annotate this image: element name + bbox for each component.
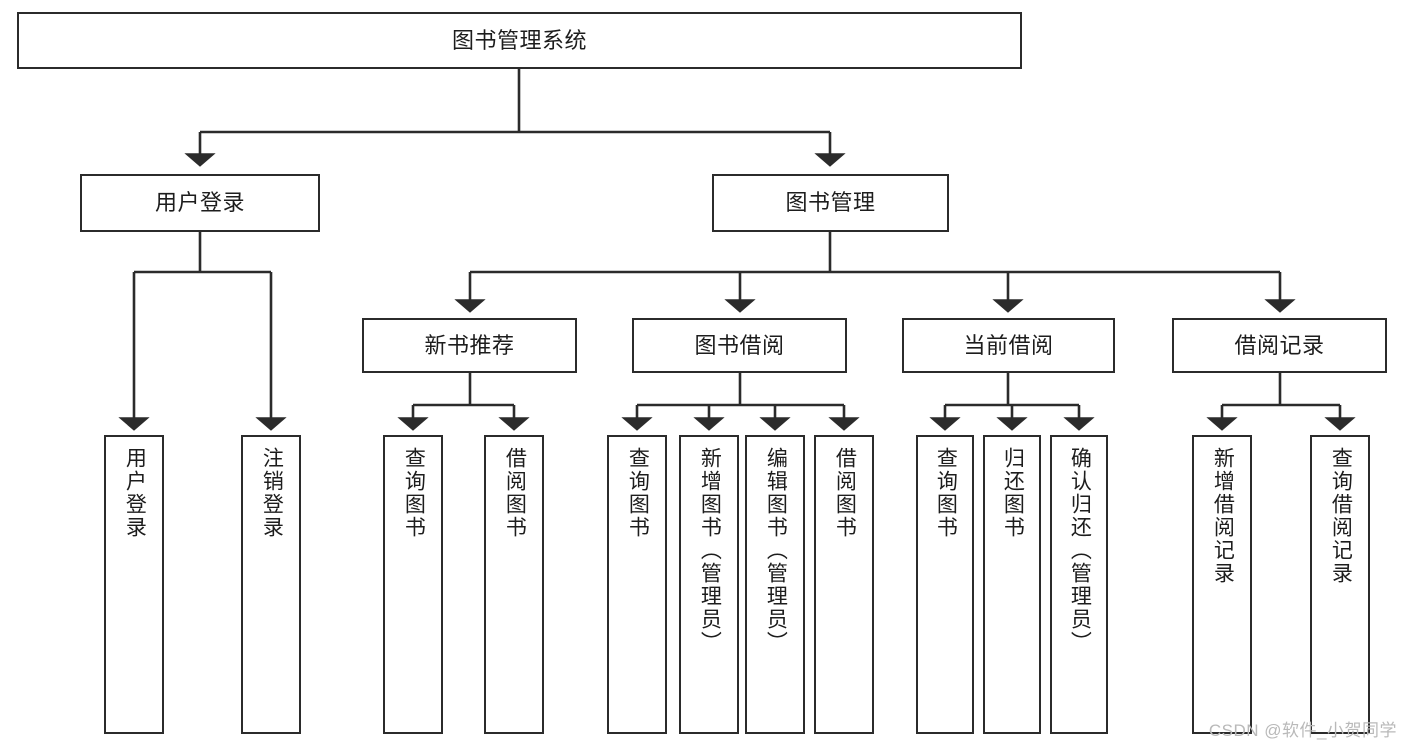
node-leaf-query-book-recommend-label: 查询图书 — [402, 447, 426, 539]
node-leaf-add-book-admin-label: 新增图书（管理员） — [698, 447, 722, 654]
node-leaf-query-borrow-record-label: 查询借阅记录 — [1329, 447, 1353, 585]
node-root-label: 图书管理系统 — [451, 27, 587, 53]
node-leaf-confirm-return-admin[interactable]: 确认归还（管理员） — [1050, 435, 1108, 734]
node-leaf-return-book-label: 归还图书 — [1001, 447, 1025, 539]
node-leaf-add-book-admin[interactable]: 新增图书（管理员） — [679, 435, 739, 734]
node-level3-new-book-recommend-label: 新书推荐 — [424, 332, 515, 358]
node-leaf-logout-login[interactable]: 注销登录 — [241, 435, 301, 734]
node-level3-book-borrow[interactable]: 图书借阅 — [632, 318, 847, 373]
node-level2-user-login[interactable]: 用户登录 — [80, 174, 320, 232]
node-root[interactable]: 图书管理系统 — [17, 12, 1022, 69]
node-level3-borrow-record[interactable]: 借阅记录 — [1172, 318, 1387, 373]
node-leaf-query-book-recommend[interactable]: 查询图书 — [383, 435, 443, 734]
node-leaf-query-book-borrow-label: 查询图书 — [626, 447, 650, 539]
node-leaf-logout-login-label: 注销登录 — [260, 447, 284, 539]
node-leaf-edit-book-admin[interactable]: 编辑图书（管理员） — [745, 435, 805, 734]
node-leaf-add-borrow-record[interactable]: 新增借阅记录 — [1192, 435, 1252, 734]
node-leaf-borrow-book-recommend[interactable]: 借阅图书 — [484, 435, 544, 734]
node-leaf-return-book[interactable]: 归还图书 — [983, 435, 1041, 734]
node-leaf-borrow-book-recommend-label: 借阅图书 — [503, 447, 527, 539]
node-leaf-borrow-book[interactable]: 借阅图书 — [814, 435, 874, 734]
node-level3-borrow-record-label: 借阅记录 — [1234, 332, 1325, 358]
node-leaf-edit-book-admin-label: 编辑图书（管理员） — [764, 447, 788, 654]
node-level2-user-login-label: 用户登录 — [154, 190, 245, 216]
node-leaf-borrow-book-label: 借阅图书 — [833, 447, 857, 539]
node-leaf-query-book-current[interactable]: 查询图书 — [916, 435, 974, 734]
node-leaf-query-book-borrow[interactable]: 查询图书 — [607, 435, 667, 734]
node-leaf-confirm-return-admin-label: 确认归还（管理员） — [1068, 447, 1092, 654]
node-level3-current-borrow[interactable]: 当前借阅 — [902, 318, 1115, 373]
node-level2-book-management-label: 图书管理 — [785, 190, 876, 216]
node-level3-book-borrow-label: 图书借阅 — [694, 332, 785, 358]
node-leaf-user-login-label: 用户登录 — [123, 447, 147, 539]
node-leaf-user-login[interactable]: 用户登录 — [104, 435, 164, 734]
node-level3-current-borrow-label: 当前借阅 — [963, 332, 1054, 358]
node-level2-book-management[interactable]: 图书管理 — [712, 174, 949, 232]
node-leaf-query-borrow-record[interactable]: 查询借阅记录 — [1310, 435, 1370, 734]
node-leaf-query-book-current-label: 查询图书 — [934, 447, 958, 539]
node-level3-new-book-recommend[interactable]: 新书推荐 — [362, 318, 577, 373]
node-leaf-add-borrow-record-label: 新增借阅记录 — [1211, 447, 1235, 585]
